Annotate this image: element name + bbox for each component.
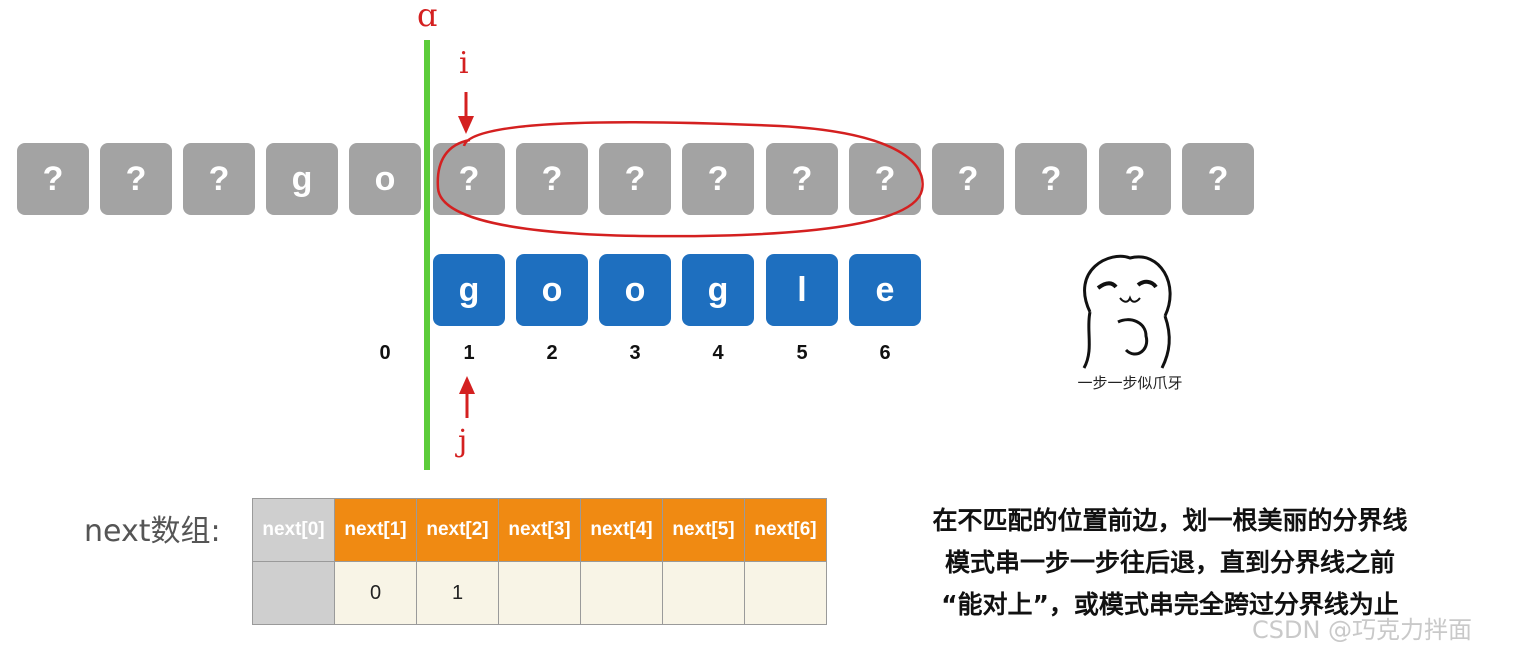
next-header-cell: next[1] [335,499,417,562]
next-header-cell: next[6] [745,499,827,562]
boundary-marker: ɑ [417,0,437,34]
next-header-cell: next[2] [417,499,499,562]
next-value-cell [499,562,581,625]
next-value-cell [253,562,335,625]
next-header-cell: next[5] [663,499,745,562]
next-value-cell: 0 [335,562,417,625]
next-header-cell: next[3] [499,499,581,562]
next-array-label: next数组: [84,506,221,550]
j-arrow-icon [459,376,475,418]
meme-face-icon [1084,256,1170,368]
table-header-row: next[0] next[1] next[2] next[3] next[4] … [253,499,827,562]
next-header-cell: next[0] [253,499,335,562]
next-value-cell: 1 [417,562,499,625]
explanation-line: 在不匹配的位置前边，划一根美丽的分界线 [872,500,1468,542]
table-row: 0 1 [253,562,827,625]
watermark: CSDN @巧克力拌面 [1252,610,1472,645]
next-value-cell [663,562,745,625]
next-array-table: next[0] next[1] next[2] next[3] next[4] … [252,498,827,625]
meme-caption: 一步一步似爪牙 [1060,372,1200,393]
next-header-cell: next[4] [581,499,663,562]
pointer-i-label: i [459,46,469,81]
next-value-cell [745,562,827,625]
explanation-line: 模式串一步一步往后退，直到分界线之前 [872,542,1468,584]
pointer-j-label: j [458,424,467,459]
explanation-text: 在不匹配的位置前边，划一根美丽的分界线 模式串一步一步往后退，直到分界线之前 “… [872,500,1468,626]
next-value-cell [581,562,663,625]
i-arrow-icon [458,92,474,134]
mismatch-circle [438,122,923,236]
